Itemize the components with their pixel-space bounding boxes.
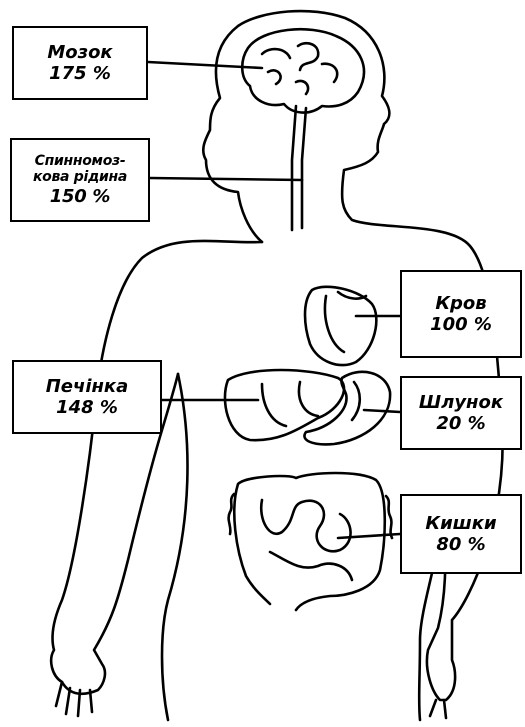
brain-pointer: [148, 62, 262, 68]
label-csf-name-line2: кова рідина: [33, 169, 127, 186]
label-brain-name: Мозок: [47, 42, 112, 63]
spinal-cord: [292, 106, 306, 230]
liver-outline: [225, 370, 344, 440]
stomach-pointer: [364, 410, 400, 412]
label-stomach-value: 20 %: [436, 413, 485, 434]
label-liver: Печінка 148 %: [12, 360, 162, 434]
csf-pointer: [150, 178, 302, 180]
label-stomach-name: Шлунок: [419, 392, 503, 413]
label-csf: Спинномоз- кова рідина 150 %: [10, 138, 150, 222]
label-liver-name: Печінка: [46, 376, 129, 397]
liver-detail: [262, 382, 318, 426]
heart-outline: [305, 287, 376, 365]
brain-folds: [262, 43, 337, 94]
label-liver-value: 148 %: [56, 397, 118, 418]
label-csf-value: 150 %: [50, 186, 110, 207]
label-brain: Мозок 175 %: [12, 26, 148, 100]
small-intestine: [261, 500, 352, 580]
large-intestine: [234, 473, 384, 610]
label-intestines-name: Кишки: [425, 513, 496, 534]
left-arm-outline: [51, 241, 262, 694]
stomach-outline: [304, 372, 390, 445]
hand-fingers: [56, 682, 92, 716]
brain-outline: [242, 29, 364, 112]
label-blood-name: Кров: [435, 293, 486, 314]
label-csf-name-line1: Спинномоз-: [35, 153, 126, 170]
right-hand-fingers: [430, 700, 446, 718]
label-stomach: Шлунок 20 %: [400, 376, 522, 450]
label-blood: Кров 100 %: [400, 270, 522, 358]
label-blood-value: 100 %: [430, 314, 492, 335]
label-intestines-value: 80 %: [436, 534, 485, 555]
stomach-detail: [352, 382, 360, 420]
label-intestines: Кишки 80 %: [400, 494, 522, 574]
left-torso-line: [162, 374, 187, 720]
label-brain-value: 175 %: [49, 63, 111, 84]
heart-detail: [325, 292, 366, 352]
